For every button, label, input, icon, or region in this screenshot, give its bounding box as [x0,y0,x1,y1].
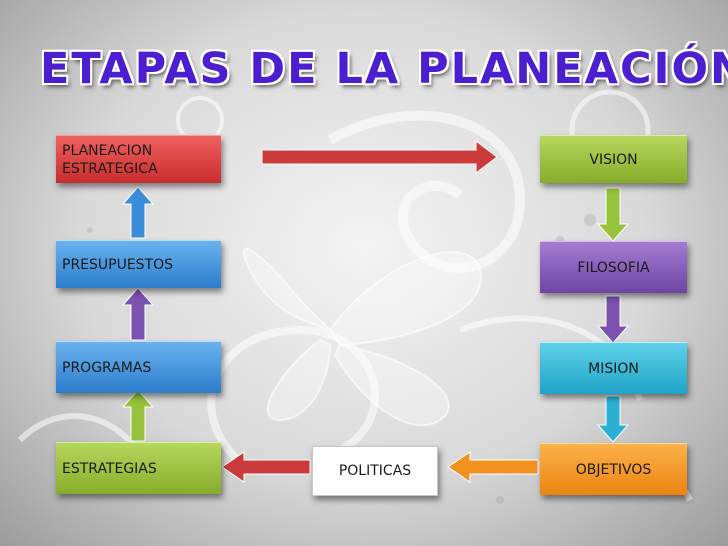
node-label: POLITICAS [338,463,412,479]
page-title: ETAPAS DE LA PLANEACIÓN [40,44,728,94]
node-label: PRESUPUESTOS [62,256,174,273]
node-presupuestos: PRESUPUESTOS [56,240,221,288]
node-objetivos: OBJETIVOS [540,443,687,495]
node-label: ESTRATEGIAS [62,460,157,477]
node-mision: MISION [540,342,687,394]
node-vision: VISION [540,135,687,183]
node-programas: PROGRAMAS [56,341,221,393]
node-filosofia: FILOSOFIA [540,241,687,293]
node-label: FILOSOFIA [577,259,650,276]
node-label: MISION [588,360,639,377]
node-label: PLANEACION ESTRATEGICA [62,142,158,177]
node-label: OBJETIVOS [575,461,652,478]
node-politicas: POLITICAS [312,446,438,496]
node-label: PROGRAMAS [62,359,152,376]
node-planeacion-estrategica: PLANEACION ESTRATEGICA [56,135,221,183]
node-estrategias: ESTRATEGIAS [56,442,221,494]
node-label: VISION [589,151,638,168]
